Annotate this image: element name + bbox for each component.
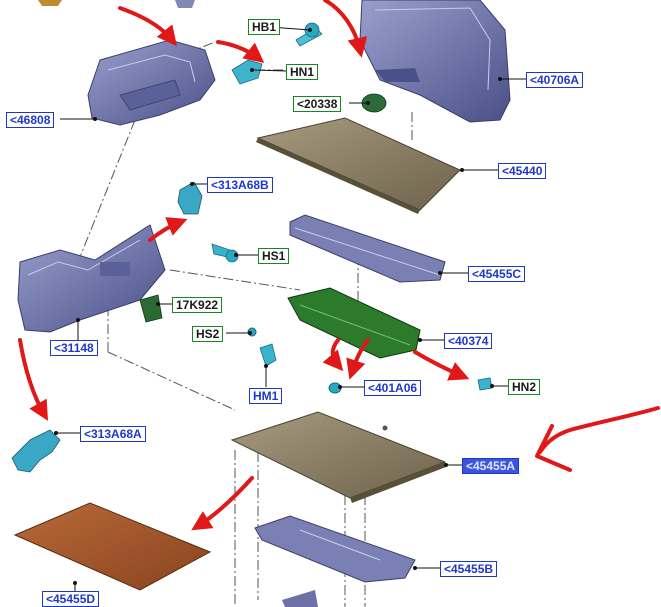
red-annotation-arrow-icon bbox=[535, 406, 660, 472]
red-arrow-icon bbox=[413, 350, 470, 381]
red-arrow-icon bbox=[323, 0, 368, 58]
cargo-cover-panel bbox=[256, 117, 461, 214]
parcel-shelf-panel bbox=[289, 214, 446, 283]
label-hn1[interactable]: HN1 bbox=[286, 64, 319, 80]
part-17k922 bbox=[139, 294, 163, 323]
label-45455c[interactable]: <45455C bbox=[468, 266, 526, 282]
red-arrow-icon bbox=[18, 338, 49, 421]
red-arrow-icon bbox=[346, 338, 370, 380]
label-45455a-selected[interactable]: <45455A bbox=[462, 458, 520, 474]
red-arrow-icon bbox=[118, 6, 178, 47]
partial-part-top-2 bbox=[175, 0, 195, 8]
label-40706a[interactable]: <40706A bbox=[526, 72, 584, 88]
red-arrow-icon-group bbox=[18, 0, 470, 531]
leader-lines bbox=[56, 26, 526, 598]
label-hb1[interactable]: HB1 bbox=[248, 19, 281, 35]
label-45455b[interactable]: <45455B bbox=[440, 561, 498, 577]
label-17k922[interactable]: 17K922 bbox=[172, 297, 223, 313]
label-401a06[interactable]: <401A06 bbox=[364, 380, 422, 396]
partial-part-bottom bbox=[282, 590, 318, 607]
red-arrow-icon bbox=[322, 338, 344, 372]
label-46808[interactable]: <46808 bbox=[6, 112, 55, 128]
floor-mat-45455d bbox=[13, 502, 212, 591]
label-hs1[interactable]: HS1 bbox=[258, 248, 290, 264]
red-arrow-icon bbox=[191, 476, 254, 531]
load-floor-45455a bbox=[230, 411, 447, 503]
upper-quarter-trim-panel bbox=[87, 39, 216, 126]
label-31148[interactable]: <31148 bbox=[50, 340, 98, 356]
label-20338[interactable]: <20338 bbox=[293, 96, 342, 112]
bracket-313a68b-part bbox=[177, 181, 203, 215]
label-313a68a[interactable]: <313A68A bbox=[80, 426, 146, 442]
leader-dots bbox=[54, 28, 502, 585]
fastener-hn2-part bbox=[477, 377, 493, 391]
label-hm1[interactable]: HM1 bbox=[249, 388, 283, 404]
bracket-313a68a-part bbox=[11, 429, 61, 473]
partial-part-top bbox=[38, 0, 62, 6]
red-arrow-icon bbox=[148, 217, 188, 242]
bracket-hn1-part bbox=[231, 59, 263, 85]
label-hs2[interactable]: HS2 bbox=[192, 326, 224, 342]
label-45440[interactable]: <45440 bbox=[498, 163, 547, 179]
fastener-hm1-part bbox=[259, 343, 277, 367]
cargo-tray-45455b bbox=[254, 515, 416, 583]
clip-hb1-part bbox=[295, 22, 323, 47]
label-hn2[interactable]: HN2 bbox=[508, 379, 541, 395]
label-40374[interactable]: <40374 bbox=[444, 333, 493, 349]
liftgate-trim-panel bbox=[359, 0, 511, 123]
screw-hs1-part bbox=[211, 243, 239, 263]
lower-quarter-trim-panel bbox=[17, 224, 166, 333]
red-arrow-icon bbox=[216, 40, 265, 63]
scuff-bracket-40374 bbox=[287, 287, 421, 359]
label-45455d[interactable]: <45455D bbox=[42, 591, 100, 607]
label-313a68b[interactable]: <313A68B bbox=[207, 177, 273, 193]
